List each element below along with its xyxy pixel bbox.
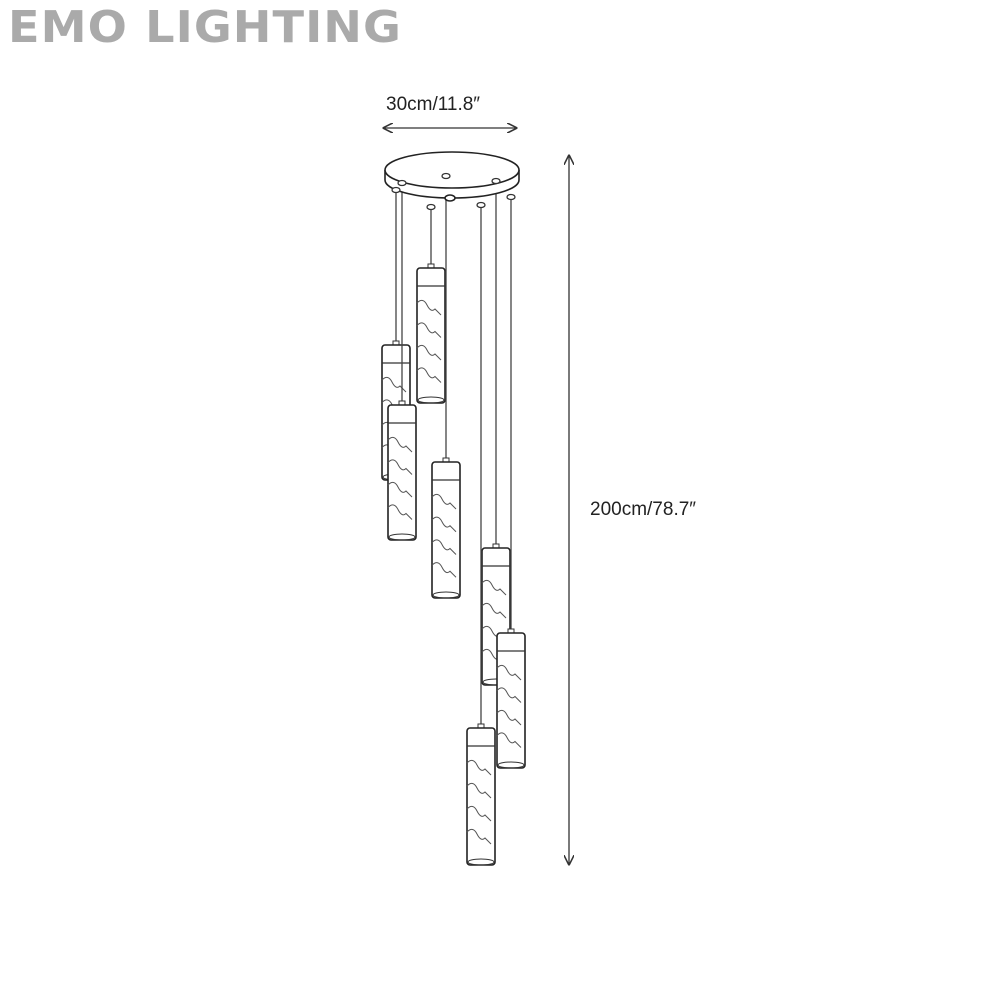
canopy-hook (506, 193, 516, 201)
pendant-light (431, 176, 461, 599)
pendant-cylinder (466, 727, 496, 866)
pendant-light (416, 207, 446, 404)
marble-vein (466, 759, 492, 776)
marble-vein (431, 562, 457, 578)
marble-vein (496, 709, 522, 726)
marble-vein (387, 436, 413, 453)
pendant-light (481, 181, 511, 686)
marble-vein (416, 299, 442, 316)
marble-vein (416, 367, 442, 383)
marble-vein (481, 579, 507, 596)
marble-vein (431, 539, 457, 555)
canopy (384, 151, 520, 202)
pendant-cylinder (387, 404, 417, 541)
canopy-hook (391, 186, 401, 194)
width-dimension-label: 30cm/11.8″ (386, 94, 481, 115)
marble-vein (466, 782, 492, 799)
pendant-light (387, 183, 417, 541)
pendant-light (496, 197, 526, 769)
pendant-cylinder (496, 632, 526, 769)
canopy-hook (476, 201, 486, 209)
marble-vein (416, 322, 442, 338)
pendant-cylinder (416, 267, 446, 404)
canopy-hook (426, 203, 436, 211)
marble-vein (431, 493, 457, 510)
marble-vein (387, 504, 413, 520)
marble-vein (381, 376, 407, 393)
marble-vein (387, 459, 413, 475)
marble-vein (466, 828, 492, 845)
marble-vein (416, 344, 442, 361)
pendant-light (466, 205, 496, 866)
marble-vein (481, 602, 507, 619)
canopy-hook (441, 172, 451, 180)
marble-vein (496, 687, 522, 703)
marble-vein (496, 732, 522, 748)
pendant-cylinder (431, 461, 461, 599)
marble-vein (387, 481, 413, 498)
marble-vein (431, 516, 457, 533)
brand-logo: EMO LIGHTING (8, 2, 403, 53)
marble-vein (496, 664, 522, 681)
height-dimension-label: 200cm/78.7″ (590, 499, 697, 520)
canopy-hook (397, 179, 407, 187)
marble-vein (466, 805, 492, 822)
canopy-hook (491, 177, 501, 185)
